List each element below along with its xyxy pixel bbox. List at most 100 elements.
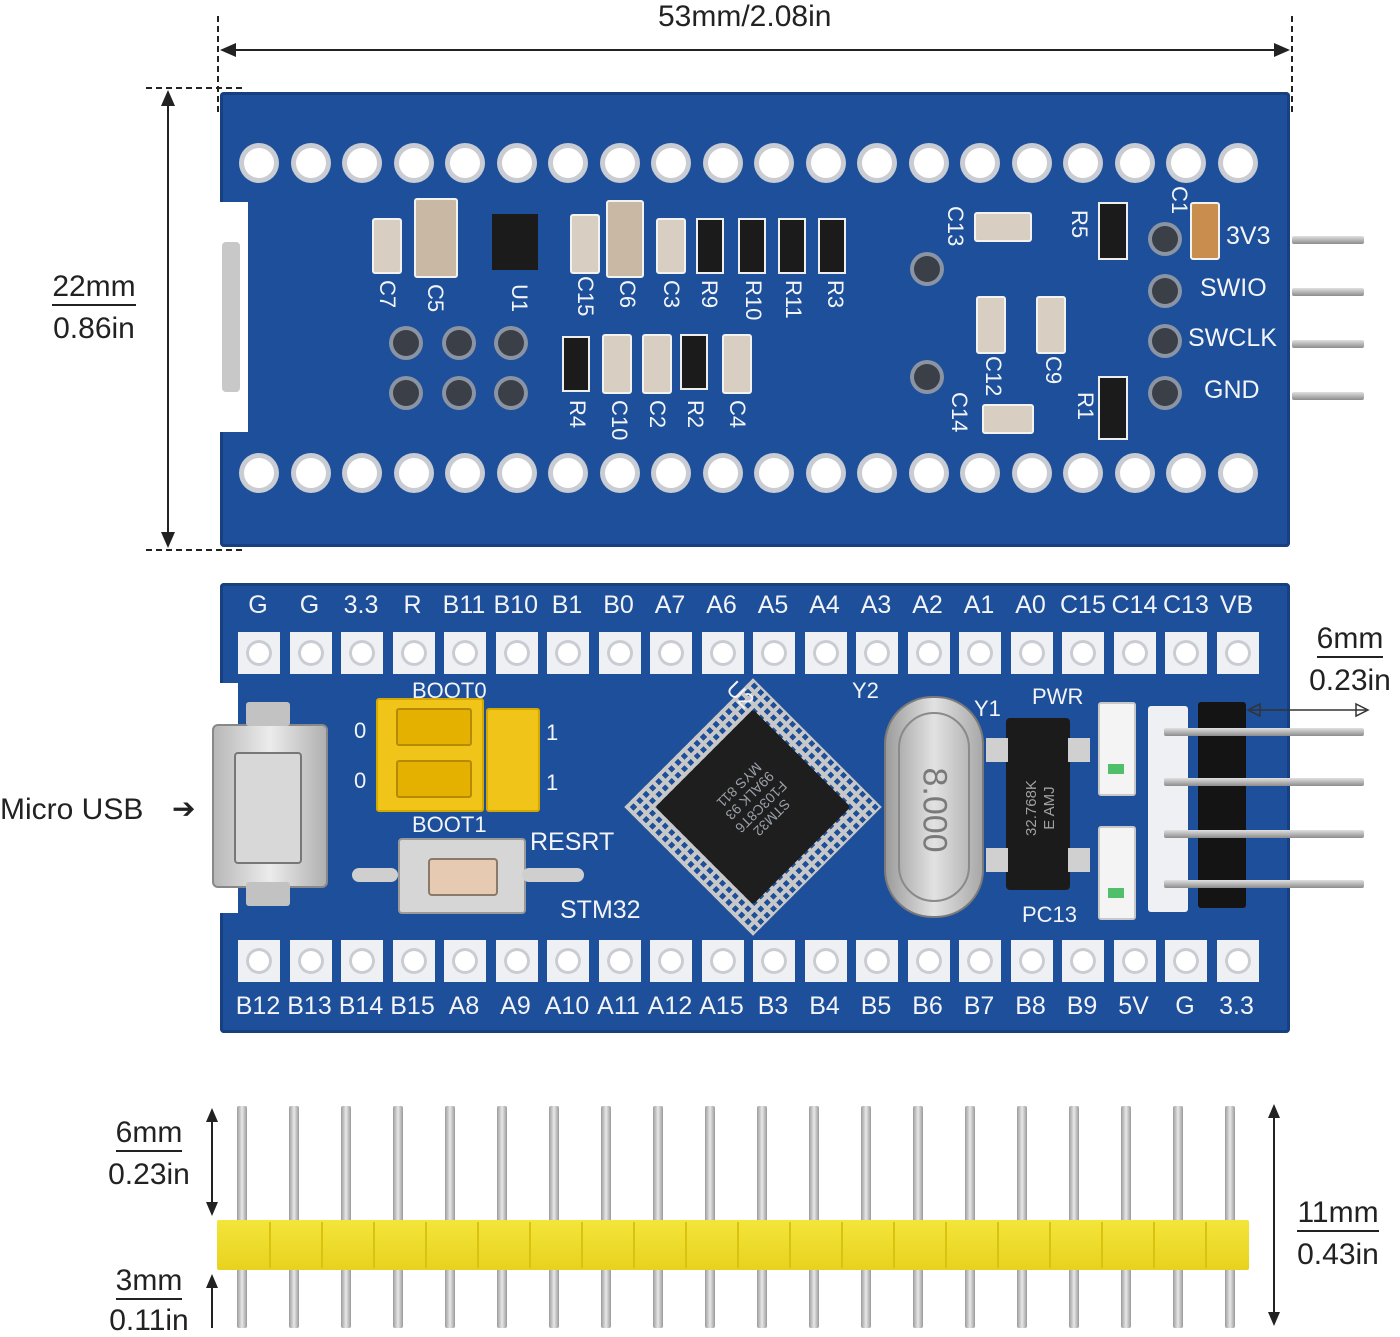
header-divider <box>373 1222 375 1268</box>
pin-label-top: A0 <box>1015 591 1046 619</box>
silk-c15: C15 <box>573 276 598 317</box>
through-hole-pad <box>547 632 589 674</box>
through-hole-pad <box>553 148 583 178</box>
header-pin <box>913 1106 923 1328</box>
via <box>446 330 472 356</box>
through-hole-pad <box>341 632 383 674</box>
boot-jumper-free-pins <box>486 708 540 812</box>
component-c6 <box>606 200 644 278</box>
header-divider <box>997 1222 999 1268</box>
pin-total-mm: 11mm <box>1297 1198 1379 1232</box>
through-hole-pad <box>244 148 274 178</box>
silk-r5: R5 <box>1067 210 1092 239</box>
swd-label-3v3: 3V3 <box>1226 222 1271 250</box>
component-c5 <box>414 198 458 278</box>
header-divider <box>581 1222 583 1268</box>
label-jumper-1a: 1 <box>546 720 559 745</box>
boot0-jumper-cap <box>396 708 472 746</box>
usb-mount-tab <box>246 882 290 906</box>
through-hole-pad <box>1010 940 1053 982</box>
through-hole-pad <box>1113 632 1156 674</box>
through-hole-pad <box>753 940 795 982</box>
pin-label-bottom: B13 <box>287 992 332 1020</box>
label-brand: STM32 <box>560 896 641 924</box>
component-c12 <box>976 296 1006 354</box>
through-hole-pad <box>701 632 744 674</box>
header-pin <box>237 1106 247 1328</box>
header-offset-label: 6mm 0.23in <box>1300 624 1400 696</box>
through-hole-pad <box>495 632 538 674</box>
crystal-8mhz-marking: 8.000 <box>915 767 954 853</box>
silk-c2: C2 <box>645 400 670 429</box>
through-hole-pad <box>1119 148 1150 178</box>
through-hole-pad <box>398 458 429 488</box>
component-c14 <box>982 404 1034 434</box>
label-y1: Y1 <box>974 696 1001 721</box>
component-c3 <box>656 218 686 274</box>
silk-c3: C3 <box>659 280 684 309</box>
through-hole-pad <box>501 148 532 178</box>
header-pin <box>653 1106 663 1328</box>
pin-label-top: B10 <box>493 591 538 619</box>
header-pin <box>1069 1106 1079 1328</box>
component-c7 <box>372 218 402 274</box>
label-y2: Y2 <box>852 678 879 703</box>
crystal-32k-marking: 32.768K E AMJ <box>1023 753 1059 863</box>
component-r10 <box>738 218 766 274</box>
label-jumper-0b: 0 <box>354 768 367 793</box>
component-c2 <box>642 334 672 394</box>
pin-label-bottom: B14 <box>338 992 384 1020</box>
through-hole-pad <box>759 458 789 488</box>
through-hole-pad <box>604 458 635 488</box>
swd-label-swclk: SWCLK <box>1188 324 1277 352</box>
through-hole-pad <box>244 458 274 488</box>
component-r3 <box>818 218 846 274</box>
through-hole-pad <box>1068 458 1098 488</box>
pin-label-bottom: B7 <box>963 992 995 1020</box>
header-divider <box>789 1222 791 1268</box>
header-pin <box>341 1106 351 1328</box>
through-hole-pad <box>1119 458 1150 488</box>
reset-button <box>398 838 526 914</box>
pin-label-bottom: A12 <box>647 992 693 1020</box>
silk-r10: R10 <box>741 280 766 321</box>
through-hole-pad <box>553 458 583 488</box>
via <box>446 380 472 406</box>
led-pc13 <box>1098 826 1136 920</box>
swd-pad-3v3 <box>1152 226 1178 252</box>
label-jumper-0a: 0 <box>354 718 367 743</box>
through-hole-pad <box>450 148 480 178</box>
reset-button-lead <box>522 868 584 882</box>
height-mm: 22mm <box>52 272 136 306</box>
silk-c9: C9 <box>1041 356 1066 385</box>
pin-label-top: A4 <box>809 591 840 619</box>
through-hole-pad <box>707 148 738 178</box>
component-c1 <box>1190 202 1220 260</box>
through-hole-pad <box>295 148 326 178</box>
silk-r2: R2 <box>683 400 708 429</box>
pin-label-bottom: A8 <box>448 992 480 1020</box>
through-hole-pad <box>1222 458 1253 488</box>
silk-r3: R3 <box>823 280 848 309</box>
through-hole-pad <box>862 148 892 178</box>
header-pin <box>601 1106 611 1328</box>
component-u1 <box>492 214 538 270</box>
pin-label-bottom: B5 <box>860 992 892 1020</box>
through-hole-pad <box>495 940 538 982</box>
pin-top-dimension-arrow <box>206 1108 218 1216</box>
pin-label-bottom: 5V <box>1118 992 1149 1020</box>
pin-label-top: C13 <box>1163 591 1209 619</box>
pin-label-bottom: B4 <box>809 992 840 1020</box>
height-in: 0.86in <box>53 312 135 345</box>
through-hole-pad <box>347 148 377 178</box>
header-divider <box>893 1222 895 1268</box>
reset-button-cap <box>428 858 498 896</box>
pin-label-bottom: B6 <box>912 992 943 1020</box>
through-hole-pad <box>1068 148 1098 178</box>
via <box>498 330 524 356</box>
pin-bottom-mm: 3mm <box>115 1266 183 1300</box>
header-pin <box>289 1106 299 1328</box>
through-hole-pad <box>907 632 950 674</box>
silk-r1: R1 <box>1073 392 1098 421</box>
silk-u1: U1 <box>507 284 532 313</box>
